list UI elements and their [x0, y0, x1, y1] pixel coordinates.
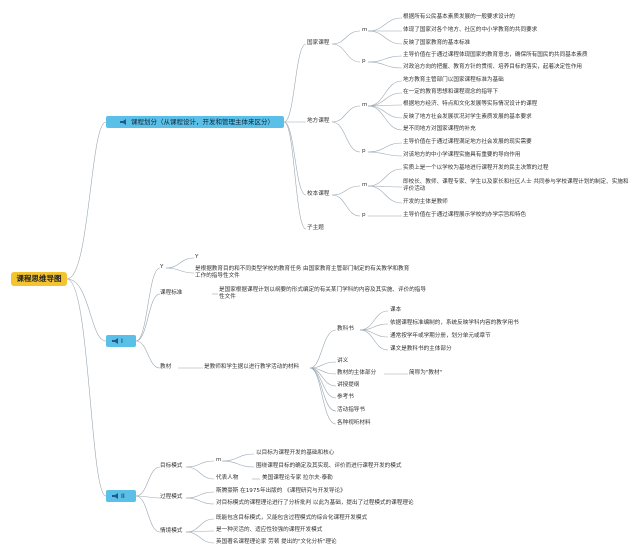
local-course[interactable]: 地方课程	[307, 118, 330, 124]
root-node[interactable]: 课程思维导图	[11, 272, 67, 286]
textbook-book[interactable]: 教科书	[337, 326, 354, 332]
national-m: m	[362, 27, 368, 33]
local-p-item: 主导价值在于通过课程满足地方社会发展的现实需要	[403, 139, 532, 145]
connector-b1-school	[283, 121, 307, 196]
branch-course-document[interactable]: I	[106, 335, 136, 347]
connector-b3-situation	[135, 495, 161, 533]
textbook[interactable]: 教材	[160, 364, 172, 370]
national-course[interactable]: 国家课程	[307, 40, 330, 46]
situation-model[interactable]: 情境模式	[160, 528, 183, 534]
connector-b2-standard	[135, 293, 161, 342]
branch-course-document-label: I	[121, 337, 123, 345]
connector-b1-national	[283, 43, 307, 123]
local-m-item: 是不同地方对国家课程的补充	[403, 126, 476, 132]
process-item: 对目标模式的课程理论进行了分析批判 以此为基础，提出了过程模式的课程理论	[216, 500, 414, 506]
textbook-item: 讲授提纲	[337, 382, 360, 388]
connector-b2-y	[135, 267, 161, 342]
branch-course-models[interactable]: II	[106, 490, 136, 502]
school-m-item: 即校长、教师、课程专家、学生以及家长和社区人士 共同参与学校课程计划的制定、实施…	[403, 179, 629, 192]
branch-course-models-label: II	[121, 492, 125, 500]
goal-item: 围绕课程目标的确定及其实现、评价而进行课程开发的模式	[256, 463, 402, 469]
textbook-item: 各种视听材料	[337, 420, 371, 426]
y-first: Y	[195, 254, 199, 260]
course-standard[interactable]: 课程标准	[160, 290, 183, 296]
goal-rep: 美国课程论专家 拉尔夫·泰勒	[262, 475, 333, 481]
national-p-item: 对政治方向的把握、教育方针的贯彻、培养目标的落实，起着决定性作用	[403, 64, 583, 70]
megaphone-icon	[112, 338, 119, 344]
goal-rep-label: 代表人物	[216, 475, 239, 481]
connector-b2-textbook	[135, 340, 161, 369]
branch-course-division-label: 课程划分（从课程设计，开发和管理主体来区分）	[131, 118, 274, 126]
connector-b3-goal	[135, 466, 161, 497]
situation-item: 是一种灵活的、适应性较强的课程开发模式	[216, 527, 323, 533]
textbook-book-item: 课本	[390, 307, 402, 313]
local-m-item: 根据地方经济、特点和文化发展等实际情况设计的课程	[403, 101, 538, 107]
branch-course-division[interactable]: 课程划分（从课程设计，开发和管理主体来区分）	[106, 116, 284, 128]
national-p: p	[362, 58, 366, 64]
connector-root-b1	[66, 121, 107, 280]
national-m-item: 反映了国家教育的基本标准	[403, 40, 471, 46]
local-m-item: 地方教育主管部门以国家课程标准为基础	[403, 77, 504, 83]
megaphone-icon	[112, 493, 119, 499]
goal-item: 以目标为课程开发的基础和核心	[256, 450, 335, 456]
process-model[interactable]: 过程模式	[160, 494, 183, 500]
textbook-item: 讲义	[337, 358, 349, 364]
textbook-book-item: 课文是教科书的主体部分	[390, 346, 452, 352]
textbook-item: 活动指导书	[337, 407, 365, 413]
connector-root-b2	[66, 278, 107, 342]
megaphone-icon	[120, 119, 127, 125]
situation-item: 既能包含目标模式，又能包含过程模式的综合化课程开发模式	[216, 515, 368, 521]
situation-item: 英国著名课程理论家 劳顿 提出的"文化分析"理论	[216, 539, 337, 545]
textbook-item: 教材的主体部分	[337, 370, 377, 376]
y-node[interactable]: Y	[160, 264, 164, 270]
local-p-item: 对该地方的中小学课程实施具有重要的导向作用	[403, 152, 521, 158]
textbook-book-item: 依据课程标准编制的，系统反映学科内容的教学用书	[390, 320, 519, 326]
national-p-item: 主导价值在于通过课程体现国家的教育意志，确保所有国民的共同基本素质	[403, 52, 588, 58]
process-item: 斯腾豪斯 在1975年出版的 《课程研究与开发导论》	[216, 488, 346, 494]
school-p-item: 主导价值在于通过课程展示学校的办学宗旨和特色	[403, 212, 527, 218]
school-p: p	[362, 212, 366, 218]
textbook-item: 参考书	[337, 394, 354, 400]
connector-root-b3	[66, 278, 107, 497]
school-m: m	[362, 182, 368, 188]
sub-topic[interactable]: 子主题	[307, 225, 324, 231]
national-m-item: 根据所有公民基本素质发展的一般要求设计的	[403, 14, 515, 20]
local-p: p	[362, 148, 366, 154]
local-m: m	[362, 102, 368, 108]
school-course[interactable]: 校本课程	[307, 191, 330, 197]
y-desc: 是根据教育目的和不同类型学校的教育任务 由国家教育主管部门制定的有关教学和教育工…	[195, 266, 410, 279]
goal-m: m	[216, 457, 222, 463]
local-m-item: 反映了地方社会发展状况对学生素质发展的基本要求	[403, 114, 532, 120]
school-m-item: 实质上是一个以学校为基地进行课程开发的民主决策的过程	[403, 165, 549, 171]
course-standard-desc: 是国家根据课程计划以纲要的形式编定的有关某门学科的内容及其实施、评价的指导性文件	[219, 287, 426, 300]
national-m-item: 体现了国家对各个地方、社区的中小学教育的共同要求	[403, 27, 538, 33]
school-m-item: 开发的主体是教师	[403, 199, 448, 205]
connector-b3-process	[135, 495, 161, 499]
textbook-desc: 是教师和学生据以进行教学活动的材料	[204, 364, 300, 370]
local-m-item: 在一定的教育思想和课程观念的指导下	[403, 89, 499, 95]
textbook-main-note: 简称为"教材"	[409, 370, 443, 376]
textbook-book-item: 通常按学年或学期分册，划分单元或章节	[390, 333, 491, 339]
goal-model[interactable]: 目标模式	[160, 463, 183, 469]
connector-b1-other	[283, 121, 307, 230]
